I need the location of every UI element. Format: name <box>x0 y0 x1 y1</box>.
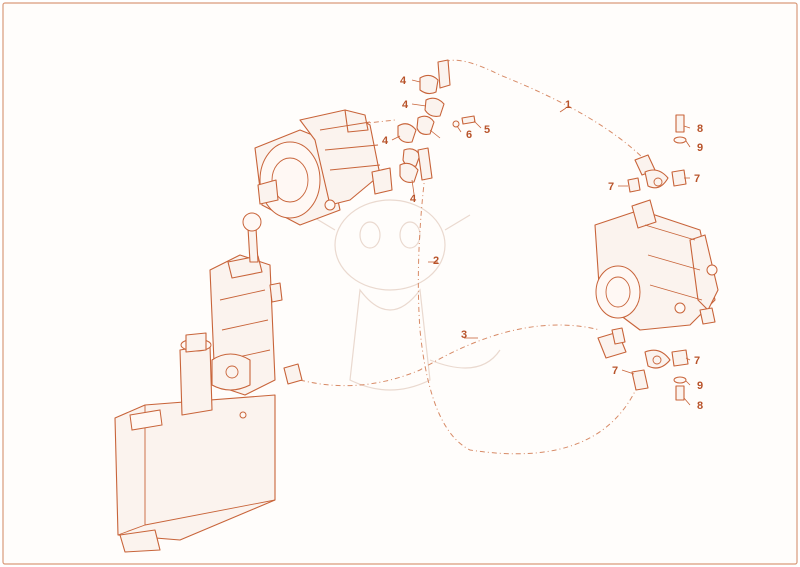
callout-5: 5 <box>484 124 490 136</box>
hoses <box>299 59 646 455</box>
callout-6: 6 <box>466 129 472 141</box>
callout-4c: 4 <box>382 135 389 147</box>
motor-fittings <box>397 59 476 183</box>
callout-9b: 9 <box>697 380 703 392</box>
pump-fittings-lower <box>597 327 689 401</box>
hose-link <box>349 119 396 126</box>
callout-7c: 7 <box>694 355 700 367</box>
callout-7b: 7 <box>694 173 700 185</box>
hose-3 <box>299 324 601 387</box>
callout-9a: 9 <box>697 142 703 154</box>
callout-4b: 4 <box>402 99 409 111</box>
callout-4a: 4 <box>400 75 407 87</box>
reservoir-unit <box>114 212 303 553</box>
callout-7a: 7 <box>608 181 614 193</box>
hydraulic-pump <box>594 199 719 331</box>
pump-fittings-upper <box>627 114 687 193</box>
hydraulic-motor <box>254 109 393 226</box>
callout-3: 3 <box>461 329 467 341</box>
hose-2 <box>417 174 639 455</box>
leader-lines <box>391 79 691 406</box>
callout-8b: 8 <box>697 400 703 412</box>
callout-1: 1 <box>565 99 571 111</box>
callout-7d: 7 <box>612 365 618 377</box>
callout-4d: 4 <box>410 193 417 205</box>
callout-8a: 8 <box>697 123 703 135</box>
hose-1 <box>444 59 646 161</box>
callouts: 1 2 3 4 4 4 4 5 6 7 7 7 7 8 8 9 9 <box>382 75 703 412</box>
callout-2: 2 <box>433 255 439 267</box>
